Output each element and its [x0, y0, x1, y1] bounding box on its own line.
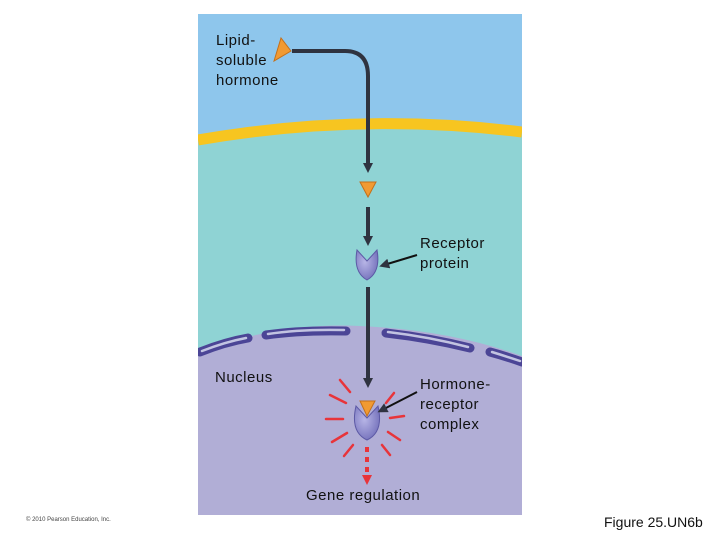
nucleus-label: Nucleus	[215, 369, 273, 386]
copyright-text: © 2010 Pearson Education, Inc.	[26, 517, 111, 523]
lipid-soluble-hormone-label: Lipid- soluble hormone	[216, 32, 279, 89]
receptor-leader-line	[379, 254, 418, 269]
hormone-entry-arrow	[292, 49, 373, 173]
complex-leader-line	[377, 391, 418, 413]
receptor-protein-icon	[355, 248, 379, 281]
activation-rays	[324, 378, 406, 458]
plasma-membrane	[198, 118, 522, 146]
complex-hormone-icon	[359, 400, 376, 418]
hormone-receptor-complex-label: Hormone- receptor complex	[420, 376, 491, 433]
receptor-protein-label: Receptor protein	[420, 235, 485, 272]
hormone-cytoplasm-icon	[359, 181, 377, 199]
figure-id: Figure 25.UN6b	[604, 514, 703, 530]
hormone-outside-icon	[273, 36, 292, 63]
gene-regulation-label: Gene regulation	[306, 487, 421, 504]
